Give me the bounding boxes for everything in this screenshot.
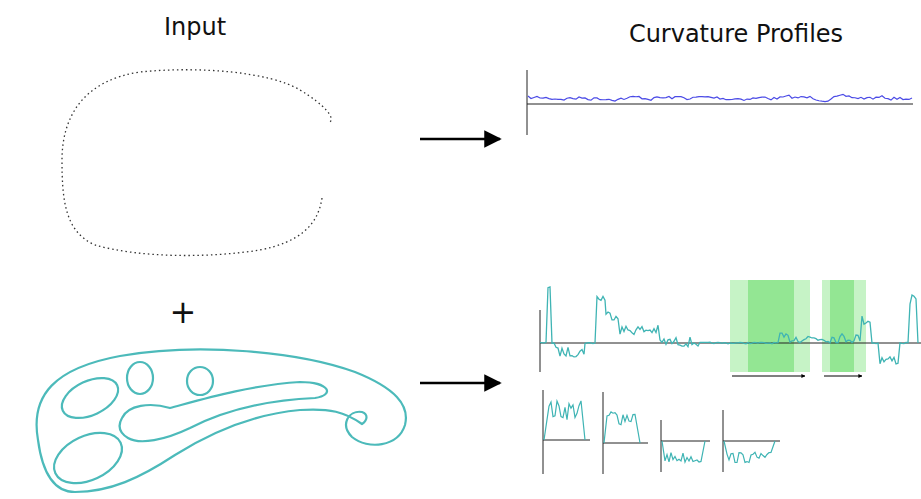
range-arrow [732, 376, 805, 377]
axis [543, 390, 780, 474]
axis [527, 104, 913, 105]
highlight [822, 280, 866, 372]
curvature-profile [528, 94, 912, 101]
curvature-profile [724, 441, 775, 463]
curvature-profile [662, 441, 705, 462]
column-heading: Input [164, 15, 226, 39]
highlight [730, 280, 810, 372]
range-arrow [824, 376, 862, 377]
axis [540, 310, 541, 372]
arrow [420, 382, 500, 385]
curvature-profile [604, 412, 640, 443]
highlight [748, 280, 794, 372]
highlight [830, 280, 854, 372]
input-stroke [62, 70, 331, 256]
french-curve [37, 349, 406, 493]
column-heading: Curvature Profiles [629, 22, 843, 46]
axis [527, 70, 528, 135]
curvature-profile [544, 401, 585, 440]
arrow [420, 138, 500, 141]
plus-sign: + [170, 296, 197, 328]
curvature-profile [540, 287, 918, 364]
